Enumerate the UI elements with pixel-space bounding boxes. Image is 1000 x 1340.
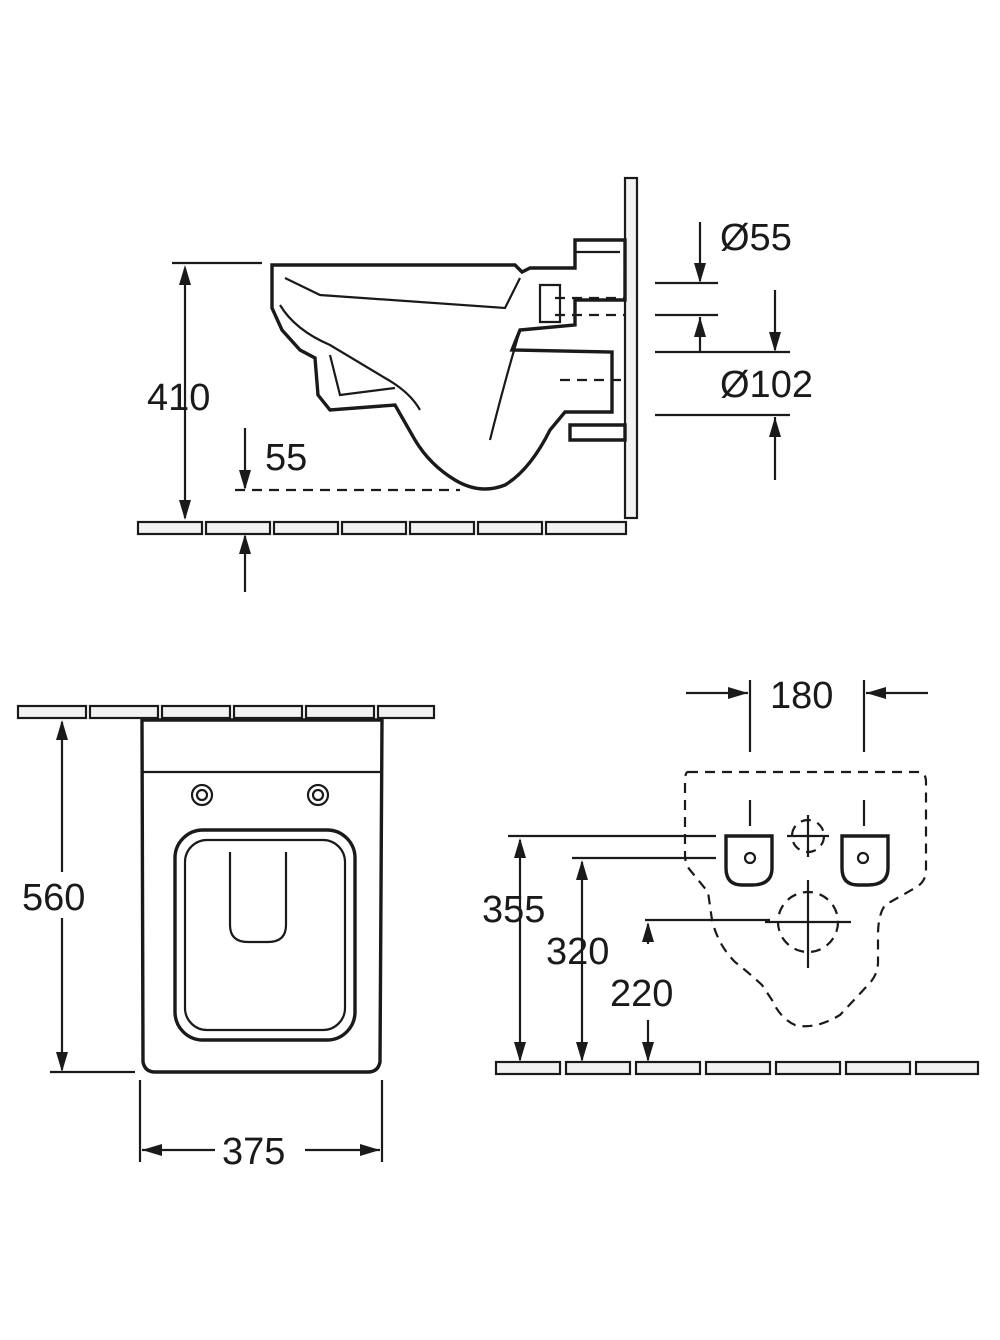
width-375-label: 375 [222,1131,285,1173]
pan-outline-dashed [683,770,928,1028]
height-355-label: 355 [482,889,545,931]
height-220-label: 220 [610,973,673,1015]
depth-560-label: 560 [22,877,85,919]
bolt-pad-left-icon [724,834,774,887]
bolt-pad-right-icon [840,834,890,887]
wall-section [623,176,639,520]
bolt-spacing-180-label: 180 [770,675,833,717]
hinge-left-icon [190,783,214,807]
hinge-right-icon [306,783,330,807]
wall-top [16,704,436,720]
clearance-55-label: 55 [265,437,307,479]
floor-side [136,520,628,536]
bowl-opening [228,852,288,944]
toilet-top-outline [140,718,384,1074]
outlet-diameter-label: Ø102 [720,364,813,406]
side-view: 410 55 Ø55 Ø102 [136,176,813,592]
height-410-label: 410 [147,377,210,419]
floor-wall-view [494,1060,980,1076]
seat-inner [183,838,347,1032]
seat-outer [173,828,357,1042]
wall-mount-view: 180 355 320 220 [482,675,980,1076]
height-320-label: 320 [546,931,609,973]
toilet-bowl-side [270,238,627,491]
top-view: 560 375 [16,704,436,1173]
inlet-diameter-label: Ø55 [720,217,792,259]
